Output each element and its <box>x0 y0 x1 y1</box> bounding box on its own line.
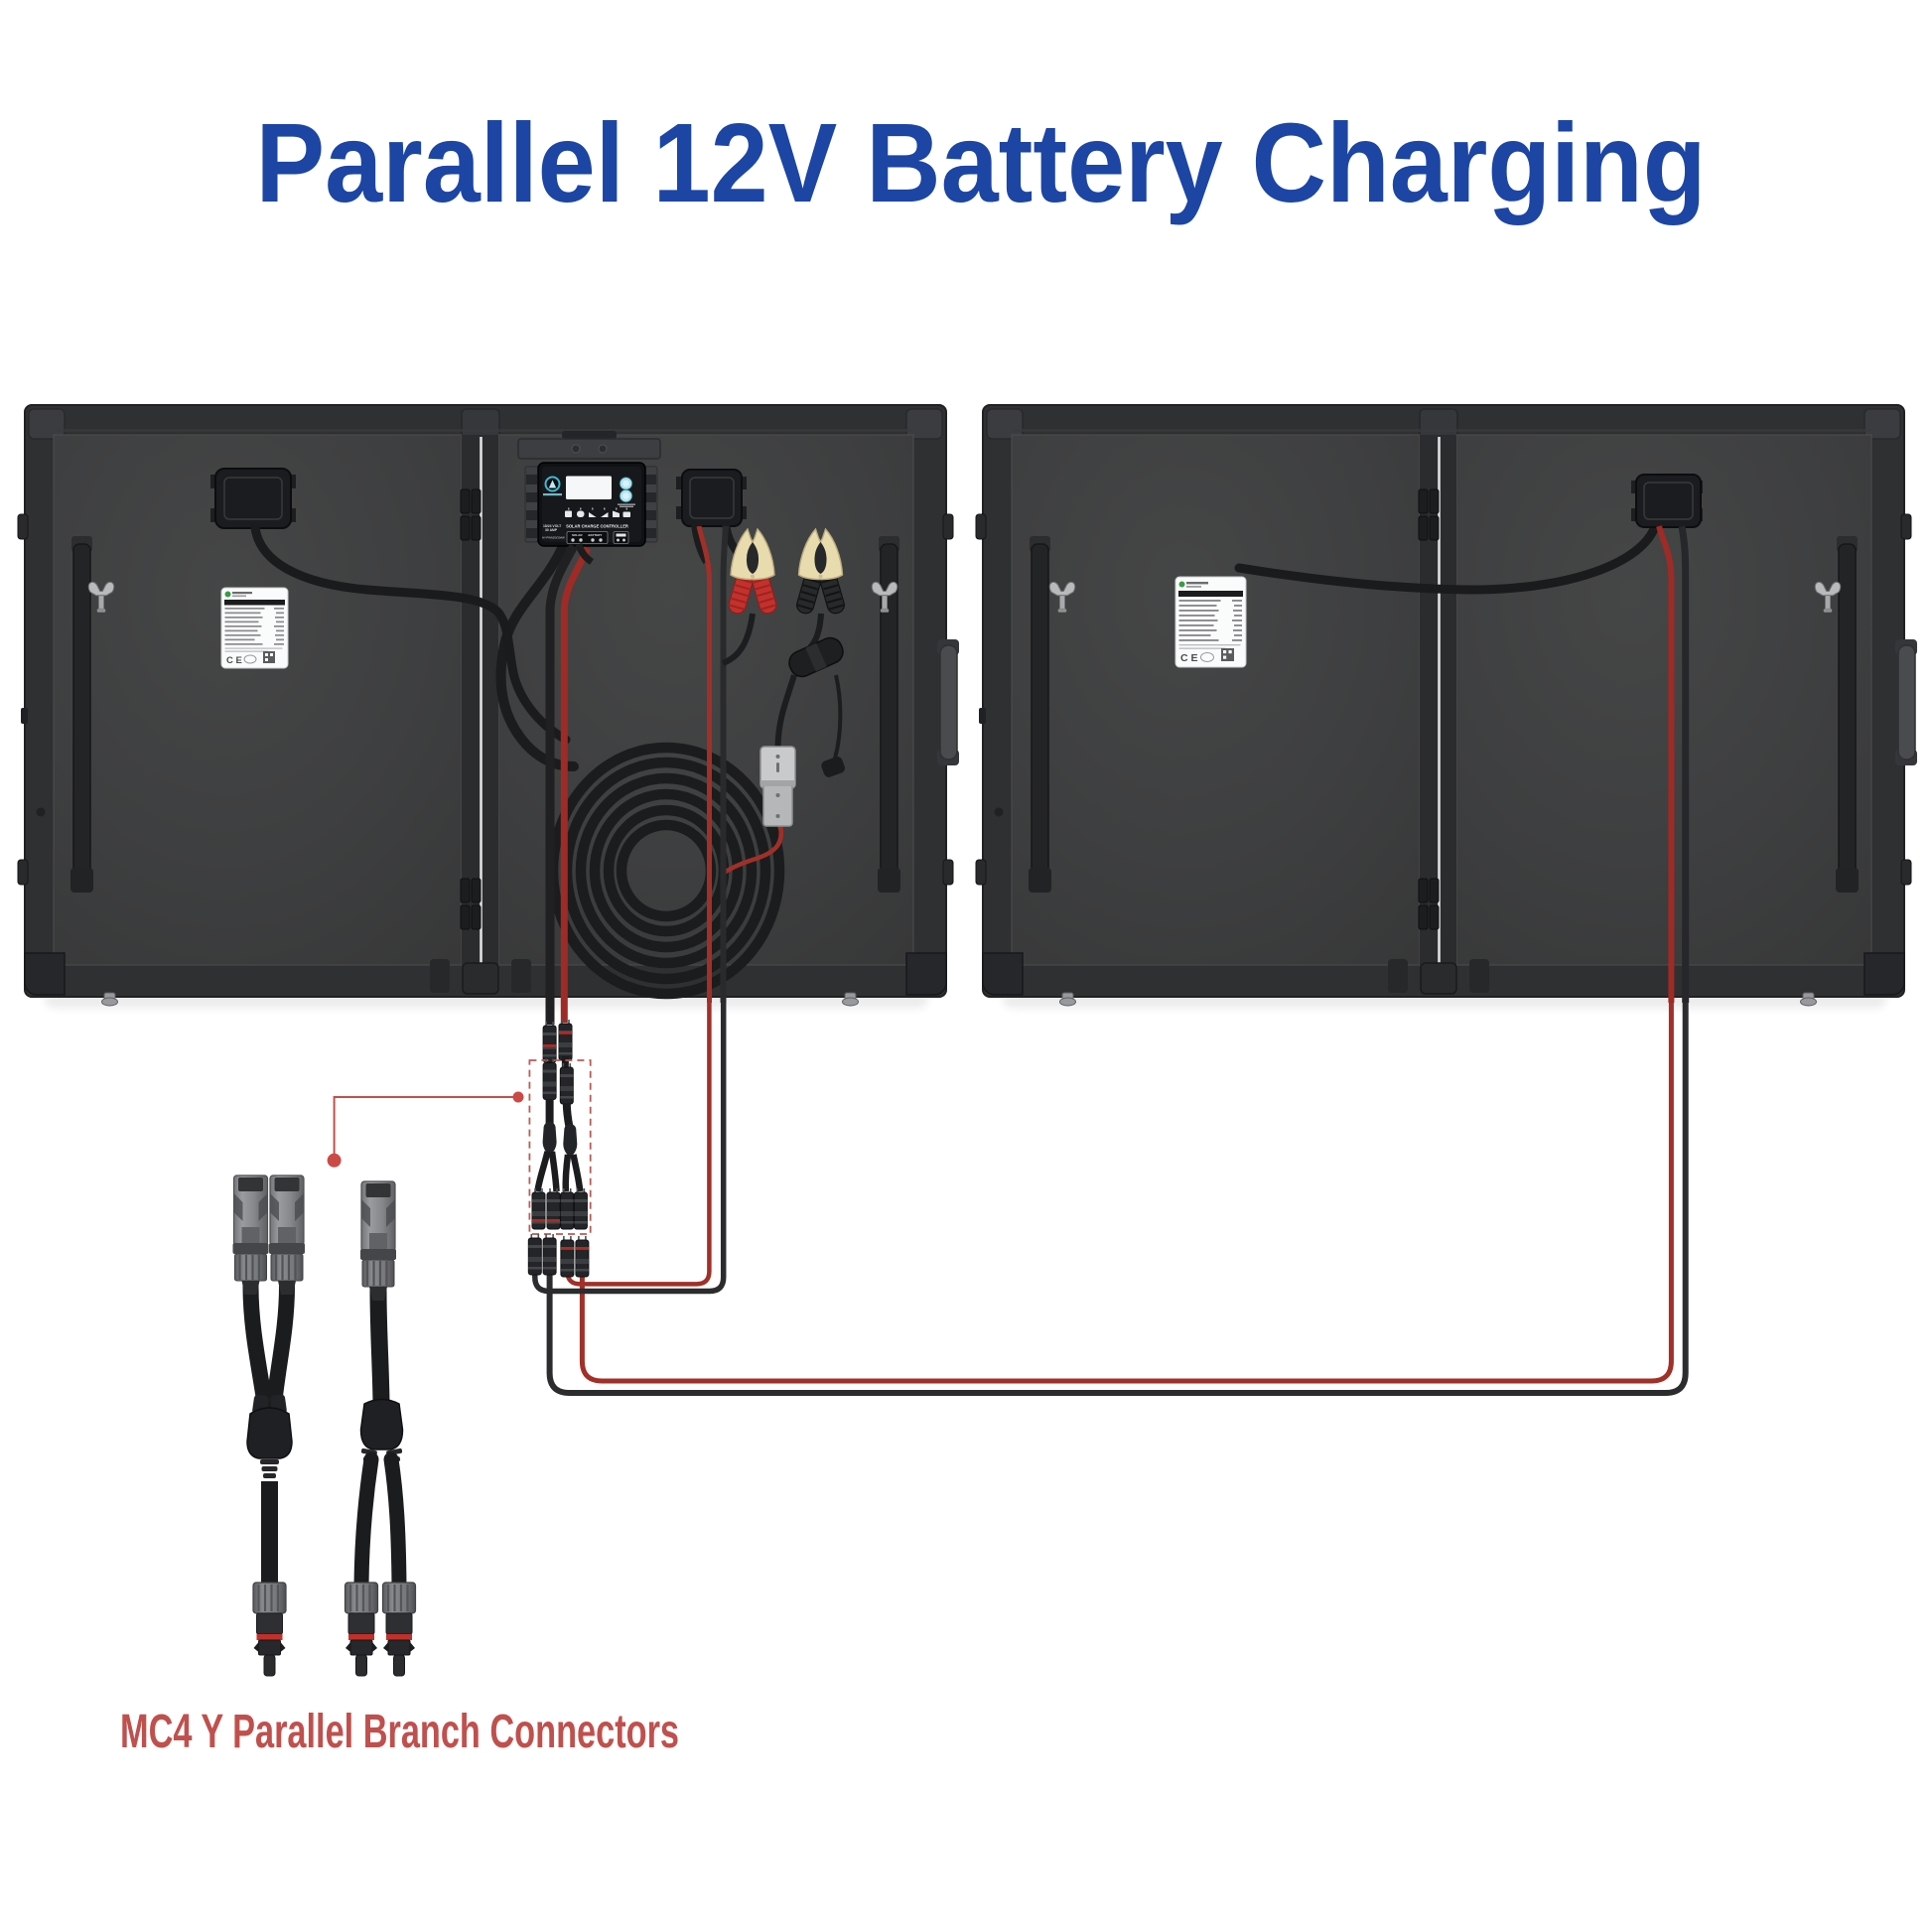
svg-text:C E: C E <box>226 655 242 666</box>
svg-text:BATTERY: BATTERY <box>589 533 603 537</box>
svg-text:Parallel 12V Battery Charging: Parallel 12V Battery Charging <box>256 100 1707 225</box>
svg-text:HY-PWM20/30AW: HY-PWM20/30AW <box>542 536 565 540</box>
svg-text:MC4 Y Parallel Branch Connecto: MC4 Y Parallel Branch Connectors <box>120 1706 679 1758</box>
svg-text:SOLAR: SOLAR <box>572 533 583 537</box>
svg-text:30 AMP: 30 AMP <box>545 528 558 532</box>
svg-text:18/24 VOLT: 18/24 VOLT <box>543 524 562 528</box>
svg-text:C E: C E <box>1180 652 1198 664</box>
svg-text:SOLAR CHARGE CONTROLLER: SOLAR CHARGE CONTROLLER <box>566 524 628 529</box>
